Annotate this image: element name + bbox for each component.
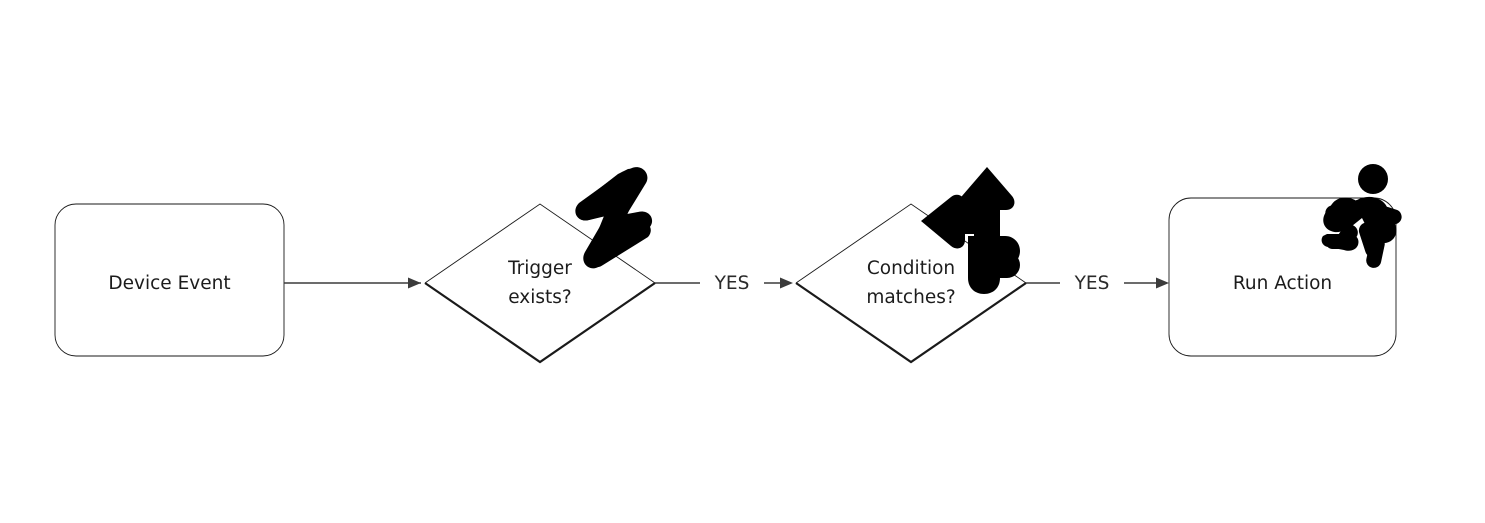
condition-matches-label-line2: matches? [866, 287, 955, 308]
edge-device-event-to-trigger [284, 277, 421, 289]
device-event-shape [54, 203, 285, 357]
branch-stem-tail [984, 252, 1020, 278]
branch-left-arrowhead [921, 194, 965, 249]
edge-1-arrowhead [408, 277, 421, 289]
trigger-diamond-upper-edges [424, 203, 656, 284]
runner-front-arm [1378, 206, 1402, 225]
branch-arrows-icon [921, 167, 1020, 294]
condition-diamond-lower-edges [795, 282, 1027, 364]
edge-2-arrowhead [780, 277, 793, 289]
edge-trigger-to-condition: YES [655, 273, 793, 294]
lightning-bolt-icon [575, 167, 653, 269]
device-event-label: Device Event [108, 273, 230, 294]
runner-front-shin [1366, 236, 1385, 268]
branch-up-arrowhead [959, 167, 1015, 210]
node-trigger-exists[interactable]: Trigger exists? [424, 203, 656, 364]
edge-3-label-yes: YES [1074, 273, 1110, 294]
run-action-label: Run Action [1233, 273, 1332, 294]
edge-3-arrowhead [1156, 277, 1169, 289]
runner-head [1358, 164, 1388, 194]
trigger-exists-label-line2: exists? [508, 287, 572, 308]
running-person-icon [1321, 164, 1402, 268]
runner-foot-bar [1326, 236, 1356, 249]
condition-matches-label-line1: Condition [867, 258, 955, 279]
edge-2-label-yes: YES [714, 273, 750, 294]
node-run-action[interactable]: Run Action [1168, 197, 1397, 357]
runner-arm-upper [1325, 200, 1363, 221]
trigger-diamond-lower-edges [424, 282, 656, 364]
lightning-bolt-body [575, 167, 653, 269]
trigger-exists-label-line1: Trigger [507, 258, 572, 279]
edge-condition-to-run-action: YES [1026, 273, 1169, 294]
node-device-event[interactable]: Device Event [54, 203, 285, 357]
